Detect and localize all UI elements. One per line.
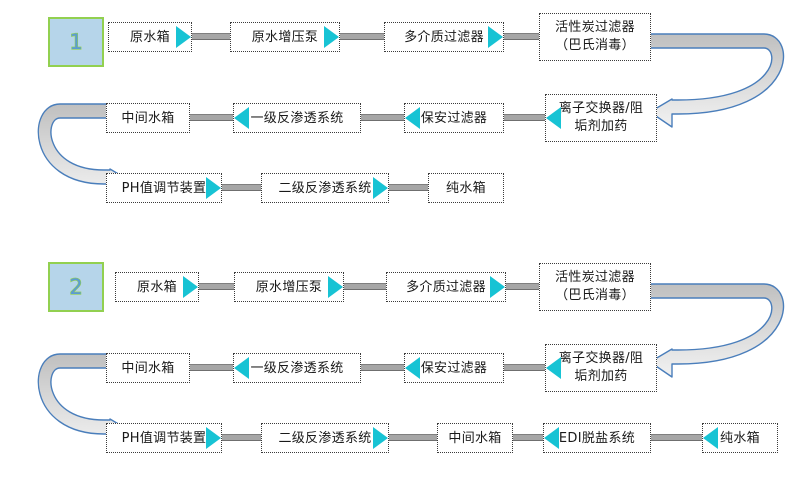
d2-r2-node-1[interactable]: 一级反渗透系统 xyxy=(233,353,361,383)
d2-r2-connector-2 xyxy=(504,364,546,371)
d2-r3-node-2[interactable]: 中间水箱 xyxy=(437,423,513,453)
d1-r1-arrow-0 xyxy=(176,26,191,48)
diagram-1-badge: 1 xyxy=(48,17,104,67)
d2-r1-connector-1 xyxy=(343,283,386,290)
diagram-2-badge-label: 2 xyxy=(69,274,84,299)
d2-r3-node-1[interactable]: 二级反渗透系统 xyxy=(261,423,389,453)
d1-r2-node-3[interactable]: 离子交换器/阻 垢剂加药 xyxy=(545,94,657,142)
d1-r1-arrow-1 xyxy=(324,26,339,48)
d2-r2-arrow-0 xyxy=(234,357,249,379)
d1-r2-arrow-0 xyxy=(234,107,249,129)
d2-r3-connector-2 xyxy=(513,434,544,441)
d1-r2-arrow-2 xyxy=(546,107,561,129)
d2-r3-arrow-3 xyxy=(703,427,718,449)
d1-r1-connector-0 xyxy=(191,33,230,40)
diagram-1-badge-label: 1 xyxy=(69,29,84,54)
d1-r2-connector-1 xyxy=(361,114,405,121)
d1-r3-arrow-1 xyxy=(373,177,388,199)
d1-r3-connector-0 xyxy=(221,184,261,191)
d1-r1-node-2[interactable]: 多介质过滤器 xyxy=(384,22,504,52)
d2-r1-arrow-0 xyxy=(183,276,198,298)
d1-r1-node-3[interactable]: 活性炭过滤器 （巴氏消毒） xyxy=(539,13,651,61)
d2-curve-right xyxy=(648,280,798,380)
d2-r2-arrow-2 xyxy=(546,357,561,379)
d1-r2-connector-0 xyxy=(190,114,234,121)
d2-r3-arrow-1 xyxy=(373,427,388,449)
d2-r1-node-1[interactable]: 原水增压泵 xyxy=(234,272,344,302)
d1-r2-connector-2 xyxy=(504,114,546,121)
d2-r3-node-3[interactable]: EDI脱盐系统 xyxy=(543,423,651,453)
d1-r1-connector-2 xyxy=(503,33,539,40)
d2-r2-connector-1 xyxy=(361,364,405,371)
d1-r3-node-0[interactable]: PH值调节装置 xyxy=(106,173,222,203)
d2-r3-arrow-0 xyxy=(206,427,221,449)
d1-r3-connector-1 xyxy=(388,184,428,191)
d1-r2-arrow-1 xyxy=(405,107,420,129)
d1-curve-right xyxy=(648,30,798,130)
diagram-2-badge: 2 xyxy=(48,262,104,312)
d2-r1-node-3[interactable]: 活性炭过滤器 （巴氏消毒） xyxy=(539,263,651,311)
d1-r1-node-1[interactable]: 原水增压泵 xyxy=(230,22,340,52)
d2-r3-node-0[interactable]: PH值调节装置 xyxy=(106,423,222,453)
d1-r1-connector-1 xyxy=(339,33,384,40)
d2-r2-node-3[interactable]: 离子交换器/阻 垢剂加药 xyxy=(545,344,657,392)
d2-r1-connector-2 xyxy=(505,283,539,290)
d2-r1-node-2[interactable]: 多介质过滤器 xyxy=(386,272,506,302)
d2-r3-connector-0 xyxy=(221,434,261,441)
d1-r2-node-0[interactable]: 中间水箱 xyxy=(106,103,190,133)
d2-r2-node-0[interactable]: 中间水箱 xyxy=(106,353,190,383)
d1-r2-node-1[interactable]: 一级反渗透系统 xyxy=(233,103,361,133)
d2-r2-arrow-1 xyxy=(405,357,420,379)
d2-r1-connector-0 xyxy=(198,283,234,290)
d1-r3-node-1[interactable]: 二级反渗透系统 xyxy=(261,173,389,203)
d1-r2-node-2[interactable]: 保安过滤器 xyxy=(404,103,504,133)
d2-r2-node-2[interactable]: 保安过滤器 xyxy=(404,353,504,383)
d2-r3-connector-1 xyxy=(388,434,437,441)
d2-r3-arrow-2 xyxy=(544,427,559,449)
d2-r2-connector-0 xyxy=(190,364,234,371)
d1-r3-arrow-0 xyxy=(206,177,221,199)
d2-r1-arrow-1 xyxy=(328,276,343,298)
d1-r3-node-2[interactable]: 纯水箱 xyxy=(428,173,504,203)
d2-r1-arrow-2 xyxy=(490,276,505,298)
d2-r3-connector-3 xyxy=(651,434,703,441)
d1-r1-arrow-2 xyxy=(488,26,503,48)
